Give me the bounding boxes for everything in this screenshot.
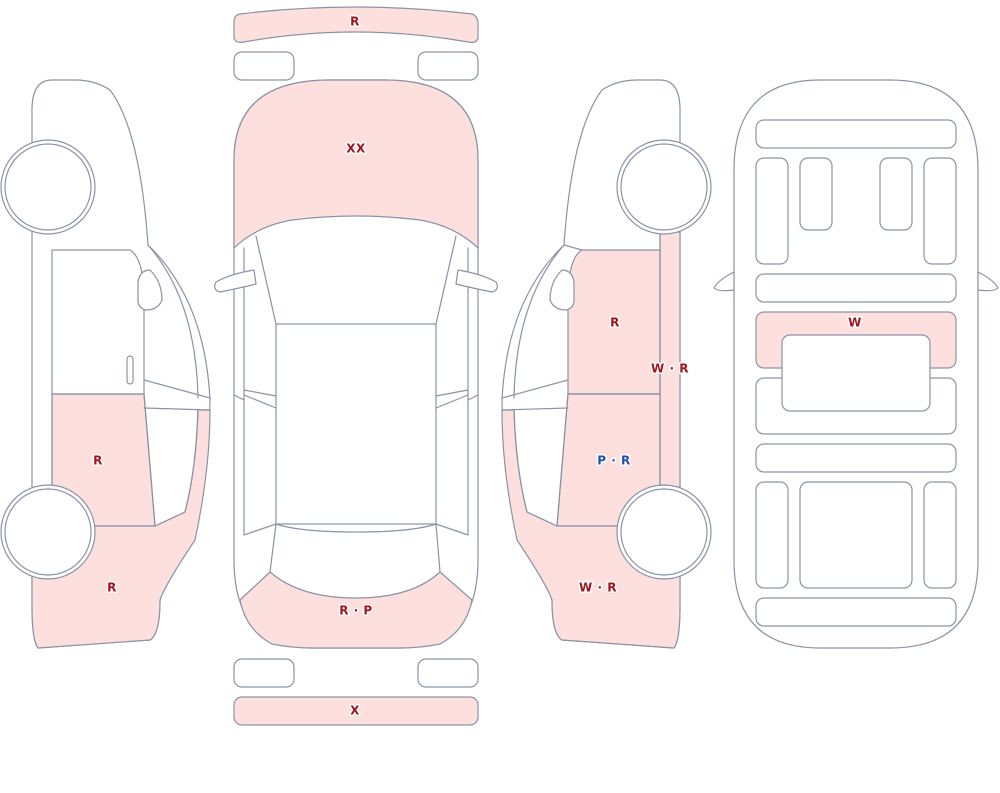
right-mirror [549,269,575,311]
underbody-ear-left [713,271,735,292]
left-door-lines [51,244,211,527]
damage-label: R [610,316,620,330]
rear-bumper-panel[interactable] [233,6,479,44]
underbody-view: W [713,79,999,649]
top-view: R XX R · P X [214,6,498,726]
underbody-member [879,157,913,231]
damage-label: R · P [339,604,372,618]
damage-label: W [848,316,862,330]
wheel-icon [620,143,708,231]
wheel-icon [616,484,712,580]
damage-label: R [107,581,117,595]
underbody-member [923,481,957,589]
underbody-center-plate [781,334,931,412]
mirror-left [214,269,257,293]
wheel-icon [0,139,96,235]
wheel-icon [4,488,92,576]
damage-label: R [350,15,360,29]
left-mirror [137,269,163,311]
rear-light-right [417,51,479,81]
underbody-member [799,157,833,231]
damage-label: P · R [597,454,630,468]
underbody-member [755,443,957,473]
right-door-lines [501,231,661,527]
damage-label: X [350,704,360,718]
underbody-member [923,157,957,265]
wheel-icon [616,139,712,235]
mirror-right [455,269,498,293]
wheel-icon [4,143,92,231]
top-glass-lines [233,235,479,573]
front-bumper-panel[interactable] [233,696,479,726]
wheel-icon [620,488,708,576]
right-side-view: R W · R P · R W · R [501,79,712,649]
wheel-icon [0,484,96,580]
tailgate-panel[interactable] [239,571,473,649]
left-side-view: R R [0,79,211,649]
underbody-member [755,157,789,265]
underbody-member [755,597,957,627]
underbody-member [799,481,913,589]
damage-label: R [93,454,103,468]
underbody-member [755,119,957,149]
headlight-right [417,658,479,688]
bonnet-panel[interactable] [233,79,479,249]
headlight-left [233,658,295,688]
damage-label: XX [346,142,366,156]
underbody-ear-right [977,271,999,292]
damage-label: W · R [579,581,617,595]
damage-label: W · R [651,362,689,376]
underbody-member [755,481,789,589]
rear-light-left [233,51,295,81]
door-handle-icon [126,355,134,385]
underbody-member [755,273,957,303]
